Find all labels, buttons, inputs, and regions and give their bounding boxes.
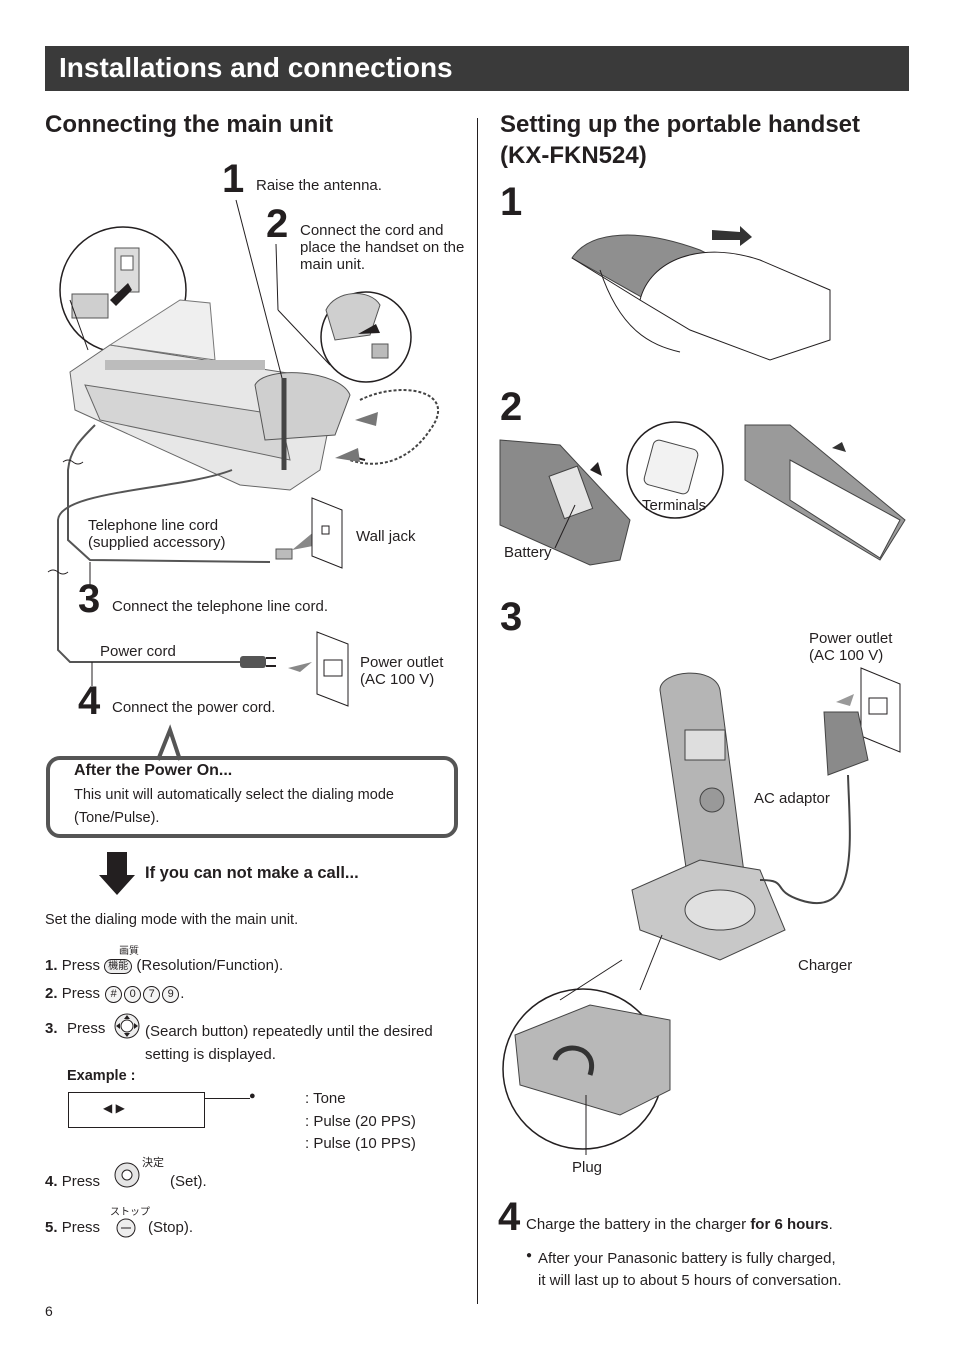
left-step-3-text: Connect the telephone line cord. <box>112 598 328 615</box>
ac-adaptor-label: AC adaptor <box>754 790 830 807</box>
section-header: Installations and connections <box>45 46 909 91</box>
instruction-5: 5. Press <box>45 1219 100 1236</box>
instruction-1-after: (Resolution/Function). <box>136 957 284 974</box>
left-step-4-text: Connect the power cord. <box>112 699 276 716</box>
example-leader-line <box>204 1098 250 1099</box>
set-button-icon <box>114 1162 140 1188</box>
instruction-3-after: (Search button) repeatedly until the des… <box>145 1023 433 1063</box>
function-key-caption: 画質 <box>119 946 139 957</box>
instruction-4-after: (Set). <box>170 1173 207 1190</box>
left-step-2-text: Connect the cord and place the handset o… <box>300 222 465 273</box>
stop-button-icon <box>116 1218 136 1238</box>
instruction-5-number: 5. <box>45 1219 58 1236</box>
instruction-5-press: Press <box>61 1219 101 1236</box>
column-divider <box>477 118 478 1304</box>
set-key-caption: 決定 <box>142 1157 164 1169</box>
telephone-cord-label: Telephone line cord (supplied accessory) <box>88 517 226 551</box>
dialing-intro: Set the dialing mode with the main unit. <box>45 912 299 928</box>
charger-label: Charger <box>798 957 853 974</box>
right-step-4-text: Charge the battery in the charger for 6 … <box>526 1216 833 1233</box>
function-key-icon: 機能 <box>104 958 133 974</box>
terminals-label: Terminals <box>642 497 707 514</box>
left-step-3-number: 3 <box>78 577 101 621</box>
instruction-1: 1. Press 機能 (Resolution/Function). <box>45 957 283 974</box>
right-step-1-number: 1 <box>500 180 523 224</box>
step4-text: Charge the battery in the charger <box>526 1216 747 1233</box>
left-heading: Connecting the main unit <box>45 111 333 138</box>
option-pulse-20: : Pulse (20 PPS) <box>305 1113 416 1130</box>
step4-period: . <box>828 1216 833 1233</box>
instruction-1-press: Press <box>61 957 101 974</box>
page-number: 6 <box>45 1303 53 1319</box>
search-button-icon <box>114 1013 140 1039</box>
battery-note: After your Panasonic battery is fully ch… <box>538 1250 842 1289</box>
battery-label: Battery <box>504 544 552 561</box>
wall-jack-label: Wall jack <box>356 528 416 545</box>
cannot-call-heading: If you can not make a call... <box>145 864 359 882</box>
plug-label: Plug <box>572 1159 603 1176</box>
zero-key-icon: 0 <box>124 985 142 1003</box>
right-step-4-number: 4 <box>498 1195 521 1239</box>
instruction-2-press: Press <box>61 985 101 1002</box>
instruction-3-number: 3. <box>45 1020 67 1037</box>
left-step-1-text: Raise the antenna. <box>256 177 382 194</box>
instruction-5-after: (Stop). <box>148 1219 194 1236</box>
after-power-on-callout <box>46 756 458 838</box>
instruction-4: 4. Press <box>45 1173 100 1190</box>
section-title: Installations and connections <box>59 52 453 83</box>
right-step-3-number: 3 <box>500 595 523 639</box>
right-heading: Setting up the portable handset (KX-FKN5… <box>500 111 861 169</box>
note-bullet: ● <box>526 1250 533 1261</box>
power-cord-label: Power cord <box>100 643 176 660</box>
option-pulse-10: : Pulse (10 PPS) <box>305 1135 416 1152</box>
instruction-2-after: . <box>180 985 185 1002</box>
lcd-display: ◀ ▶ <box>68 1092 205 1128</box>
instruction-2-number: 2. <box>45 985 58 1002</box>
stop-key-caption: ストップ <box>110 1207 150 1218</box>
left-step-4-number: 4 <box>78 679 101 723</box>
hash-key-icon: # <box>105 985 123 1003</box>
power-outlet-label-right: Power outlet (AC 100 V) <box>809 630 893 664</box>
nine-key-icon: 9 <box>162 985 180 1003</box>
callout-body: This unit will automatically select the … <box>74 787 394 826</box>
instruction-1-number: 1. <box>45 957 58 974</box>
option-tone: : Tone <box>305 1090 346 1107</box>
example-bullet: ● <box>249 1090 256 1102</box>
right-step-2-number: 2 <box>500 385 523 429</box>
instruction-3-num: 3. <box>45 1020 58 1037</box>
instruction-3-press: Press <box>67 1020 106 1037</box>
power-outlet-label-left: Power outlet (AC 100 V) <box>360 654 444 688</box>
step4-bold: for 6 hours <box>750 1216 829 1233</box>
left-step-2-number: 2 <box>266 202 289 246</box>
example-label: Example : <box>67 1068 136 1084</box>
left-step-1-number: 1 <box>222 157 245 201</box>
seven-key-icon: 7 <box>143 985 161 1003</box>
lcd-arrows: ◀ ▶ <box>103 1101 125 1115</box>
instruction-4-number: 4. <box>45 1173 58 1190</box>
callout-title: After the Power On... <box>74 762 233 779</box>
instruction-4-press: Press <box>61 1173 101 1190</box>
